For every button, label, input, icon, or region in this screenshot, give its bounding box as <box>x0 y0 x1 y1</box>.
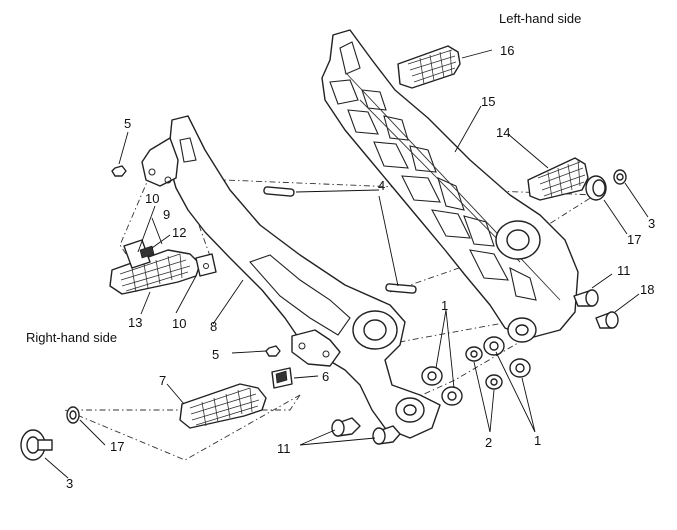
callout-17-right: 17 <box>110 439 124 454</box>
callout-numbers: 16 15 14 3 17 11 18 1 1 2 4 5 5 10 9 12 … <box>66 43 655 491</box>
callout-4: 4 <box>378 178 385 193</box>
right-frame-bracket <box>141 115 441 439</box>
pins <box>263 186 417 294</box>
callout-12: 12 <box>172 225 186 240</box>
callout-1-upper: 1 <box>441 298 448 313</box>
callout-8: 8 <box>210 319 217 334</box>
callout-2: 2 <box>485 435 492 450</box>
callout-11-right: 11 <box>277 441 291 456</box>
callout-3-right: 3 <box>66 476 73 491</box>
callout-7: 7 <box>159 373 166 388</box>
right-hand-side-label: Right-hand side <box>26 330 117 345</box>
callout-11-left: 11 <box>617 263 631 278</box>
callout-18: 18 <box>640 282 654 297</box>
callout-15: 15 <box>481 94 495 109</box>
left-passenger-peg <box>397 45 461 89</box>
callout-5-upper: 5 <box>124 116 131 131</box>
callout-10-upper: 10 <box>145 191 159 206</box>
screws <box>331 289 619 445</box>
springs <box>139 245 293 389</box>
nuts <box>111 165 281 357</box>
leader-lines <box>44 49 649 479</box>
callout-6: 6 <box>322 369 329 384</box>
right-passenger-peg <box>179 383 267 429</box>
callout-13: 13 <box>128 315 142 330</box>
washers-and-caps <box>20 169 627 461</box>
callout-10-lower: 10 <box>172 316 186 331</box>
callout-1-lower: 1 <box>534 433 541 448</box>
callout-5-lower: 5 <box>212 347 219 362</box>
left-frame-bracket <box>321 29 579 343</box>
left-footpeg <box>527 157 589 201</box>
left-hand-side-label: Left-hand side <box>499 11 581 26</box>
callout-16: 16 <box>500 43 514 58</box>
callout-9: 9 <box>163 207 170 222</box>
callout-17-left: 17 <box>627 232 641 247</box>
callout-14: 14 <box>496 125 510 140</box>
bushings-and-washers <box>421 336 531 406</box>
right-footpeg <box>109 239 217 295</box>
callout-3-left: 3 <box>648 216 655 231</box>
